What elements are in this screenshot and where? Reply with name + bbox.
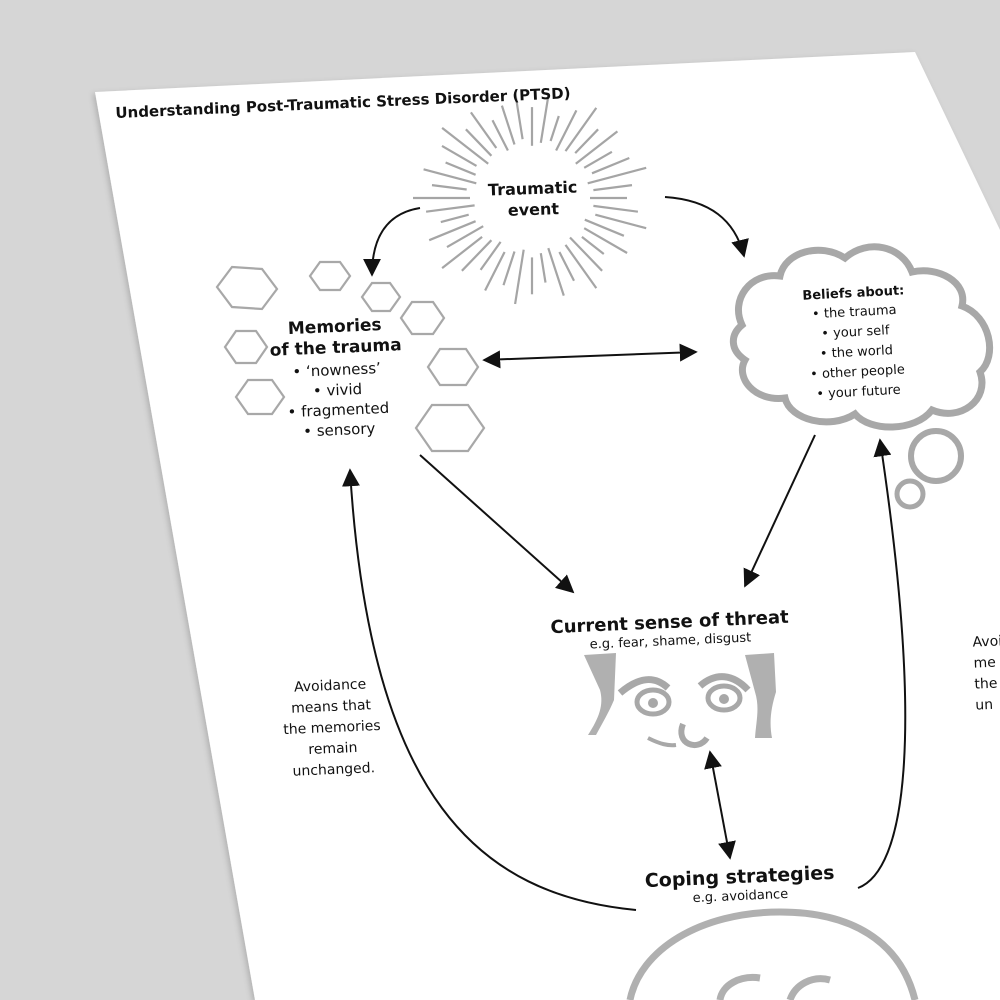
burst-ray — [595, 213, 647, 230]
burst-ray — [593, 184, 633, 192]
burst-ray — [514, 249, 525, 305]
memories-block: Memories of the trauma ‘nowness’ vivid f… — [259, 314, 414, 443]
avoidance-line-cut: un — [975, 696, 994, 714]
burst-ray — [583, 150, 613, 169]
arrow-event-to-beliefs — [664, 196, 749, 258]
hexagon-icon — [414, 403, 486, 453]
burst-ray — [575, 130, 619, 165]
burst-ray — [574, 128, 599, 154]
burst-ray — [591, 156, 630, 175]
burst-ray — [500, 105, 516, 145]
burst-ray — [547, 247, 565, 296]
burst-ray — [491, 119, 509, 151]
arrow-coping-to-beliefs — [857, 438, 907, 889]
avoidance-line-cut: the — [974, 675, 998, 693]
burst-ray — [470, 111, 498, 149]
burst-ray — [502, 251, 516, 286]
arrow-memories-to-threat — [419, 454, 575, 594]
burst-ray — [581, 236, 605, 255]
burst-ray — [479, 241, 502, 271]
burst-ray — [584, 218, 625, 237]
hexagon-icon — [223, 329, 269, 365]
arrow-beliefs-to-threat — [743, 434, 816, 588]
avoidance-line-cut: Avoi — [972, 633, 1000, 651]
beliefs-list: the trauma your self the world other peo… — [784, 299, 929, 406]
burst-ray — [539, 97, 550, 143]
burst-ray — [564, 107, 598, 152]
burst-icon — [413, 91, 647, 305]
avoidance-note-left: Avoidance means that the memories remain… — [270, 673, 394, 783]
burst-ray — [446, 225, 484, 249]
head-outline-icon — [626, 908, 919, 1000]
traumatic-event-line1: Traumatic — [487, 177, 578, 200]
hexagon-icon — [399, 300, 446, 336]
burst-ray — [539, 253, 547, 283]
burst-ray — [441, 127, 489, 165]
burst-ray — [441, 144, 478, 167]
burst-ray — [593, 204, 639, 213]
avoidance-note-right: Avoi me the un — [972, 631, 1000, 716]
thought-cloud-icon — [729, 243, 994, 510]
burst-ray — [558, 251, 575, 282]
traumatic-event-label: Traumatic event — [477, 176, 588, 222]
arrow-event-to-memories — [363, 207, 421, 277]
worried-face-icon — [584, 653, 776, 748]
burst-ray — [445, 161, 477, 176]
burst-ray — [425, 204, 475, 213]
burst-ray — [555, 109, 578, 151]
arrow-memories-beliefs — [482, 343, 698, 369]
avoidance-line-cut: me — [973, 654, 997, 672]
burst-ray — [440, 213, 469, 224]
burst-ray — [461, 239, 493, 272]
burst-ray — [484, 251, 506, 291]
arrow-threat-coping — [704, 750, 736, 860]
burst-ray — [569, 236, 603, 272]
burst-ray — [465, 128, 493, 157]
arrow-coping-to-memories — [342, 468, 637, 911]
hexagon-icon — [426, 347, 480, 387]
burst-ray — [441, 236, 483, 269]
burst-ray — [428, 220, 477, 242]
hexagon-icon — [308, 260, 352, 292]
burst-ray — [514, 91, 524, 140]
burst-ray — [587, 166, 647, 185]
burst-ray — [431, 184, 467, 191]
burst-ray — [564, 244, 598, 289]
traumatic-event-line2: event — [507, 199, 560, 220]
hexagon-icon — [360, 281, 402, 313]
connector-arrows — [342, 196, 907, 911]
hexagon-icon — [215, 265, 279, 311]
burst-ray — [583, 227, 628, 254]
beliefs-block: Beliefs about: the trauma your self the … — [783, 281, 929, 406]
memories-list: ‘nowness’ vivid fragmented sensory — [261, 357, 414, 443]
burst-ray — [423, 168, 477, 185]
burst-ray — [549, 115, 560, 142]
